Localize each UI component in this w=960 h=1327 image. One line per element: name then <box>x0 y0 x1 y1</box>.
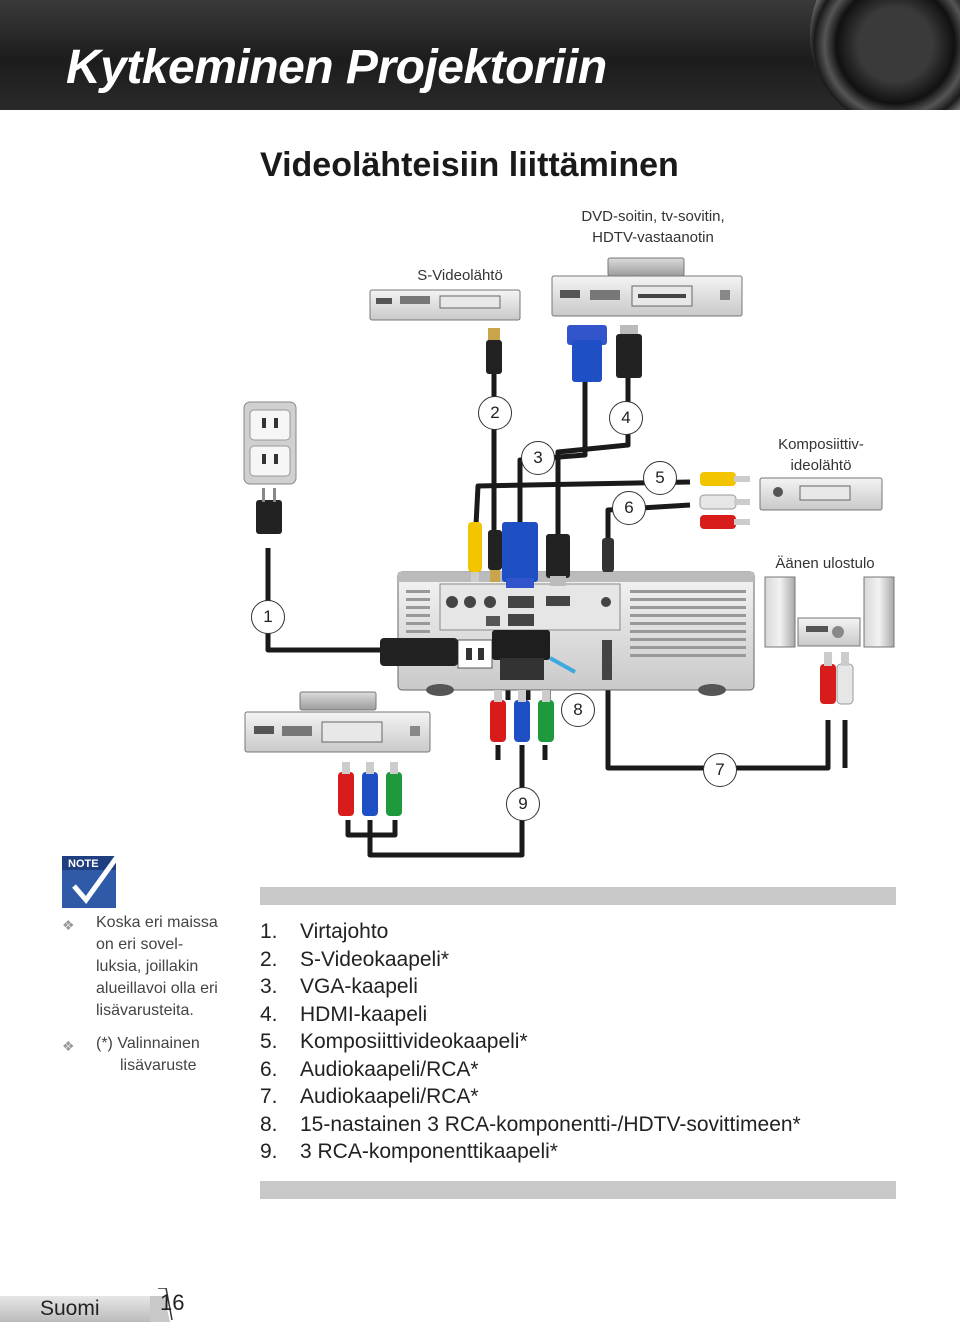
hdmi-connector-bottom <box>546 534 570 586</box>
vga-connector-bottom <box>502 522 538 588</box>
list-number: 2. <box>260 947 278 971</box>
list-label: Virtajohto <box>300 920 389 943</box>
list-number: 4. <box>260 1002 278 1026</box>
callout-4: 4 <box>609 401 643 435</box>
note-line: on eri sovel- <box>96 936 184 953</box>
dvd-player-top <box>551 257 743 317</box>
dvd-label: DVD-soitin, tv-sovitin, HDTV-vastaanotin <box>548 206 758 248</box>
list-item: 5. Komposiittivideokaapeli* <box>260 1028 900 1056</box>
connection-diagram <box>243 257 895 858</box>
dvd-label-line1: DVD-soitin, tv-sovitin, <box>581 208 725 225</box>
projector-lens-graphic <box>810 0 960 110</box>
list-number: 3. <box>260 975 278 998</box>
note-line: (*) Valinnainen <box>96 1035 200 1052</box>
component-rca-plugs-9 <box>338 762 402 816</box>
audio-jack-connector <box>602 538 614 572</box>
audio-out-label: Äänen ulostulo <box>775 555 875 572</box>
list-label: Komposiittivideokaapeli* <box>300 1030 528 1053</box>
vga-connector-top <box>567 325 607 382</box>
list-label: Audiokaapeli/RCA* <box>300 1057 479 1081</box>
note-line: lisävarusteita. <box>96 1002 194 1019</box>
page-title: Kytkeminen Projektoriin <box>66 41 607 94</box>
list-label: HDMI-kaapeli <box>300 1002 428 1026</box>
callout-8: 8 <box>561 693 595 727</box>
note-line: luksia, joillakin <box>96 958 199 975</box>
callout-9: 9 <box>506 787 540 821</box>
composite-label-line2: ideolähtö <box>790 457 852 474</box>
language-label: Suomi <box>40 1297 100 1320</box>
list-label: VGA-kaapeli <box>300 975 418 998</box>
list-number: 5. <box>260 1030 278 1053</box>
list-number: 8. <box>260 1112 278 1136</box>
list-number: 1. <box>260 920 278 943</box>
note-badge-text: NOTE <box>68 858 99 870</box>
audio-system <box>764 576 895 648</box>
footer-language-tab: Suomi <box>0 1296 165 1322</box>
list-item: 2. S-Videokaapeli* <box>260 946 900 974</box>
list-label: 15-nastainen 3 RCA-komponentti-/HDTV-sov… <box>300 1112 801 1136</box>
page-number: 16 <box>160 1290 185 1315</box>
list-item: 4. HDMI-kaapeli <box>260 1001 900 1029</box>
projector <box>397 571 755 696</box>
dvd-label-line2: HDTV-vastaanotin <box>592 229 714 246</box>
dvd-player-bottom <box>244 691 431 753</box>
note-icon: NOTE <box>62 848 125 908</box>
diamond-bullet-icon: ❖ <box>62 1038 75 1054</box>
note-item-1-text: Koska eri maissa on eri sovel- luksia, j… <box>96 912 266 1022</box>
list-number: 6. <box>260 1057 278 1081</box>
note-item-2: ❖ (*) Valinnainen lisävaruste <box>62 1033 252 1083</box>
callout-1: 1 <box>251 600 285 634</box>
component-rca-plugs-8 <box>490 690 554 742</box>
svideo-label: S-Videolähtö <box>417 267 503 284</box>
note-line: lisävaruste <box>120 1057 197 1074</box>
list-label: S-Videokaapeli* <box>300 947 450 971</box>
note-line: Koska eri maissa <box>96 914 218 931</box>
footer-tab-edge-icon <box>150 1288 173 1322</box>
list-top-bar <box>260 887 896 905</box>
list-number: 7. <box>260 1085 278 1108</box>
list-item: 7. Audiokaapeli/RCA* <box>260 1083 900 1111</box>
section-title: Videolähteisiin liittäminen <box>260 146 679 184</box>
list-item: 1. Virtajohto <box>260 918 900 946</box>
callout-5: 5 <box>643 461 677 495</box>
callout-2: 2 <box>478 396 512 430</box>
hdmi-connector-top <box>616 325 642 378</box>
diamond-bullet-icon: ❖ <box>62 917 75 933</box>
list-item: 3. VGA-kaapeli <box>260 973 900 1001</box>
svideo-player <box>369 289 521 321</box>
component-adapter <box>492 630 576 680</box>
list-bottom-bar <box>260 1181 896 1199</box>
composite-label-line1: Komposiittiv- <box>778 436 864 453</box>
wall-outlet <box>243 401 297 534</box>
composite-label: Komposiittiv- ideolähtö <box>756 434 886 476</box>
list-label: Audiokaapeli/RCA* <box>300 1085 479 1108</box>
list-item: 9. 3 RCA-komponenttikaapeli* <box>260 1138 900 1166</box>
list-number: 9. <box>260 1140 278 1163</box>
rca-yellow-connector <box>468 522 482 582</box>
callout-6: 6 <box>612 491 646 525</box>
note-item-1: ❖ Koska eri maissa on eri sovel- luksia,… <box>62 912 252 1027</box>
composite-rca-plugs <box>699 472 750 529</box>
list-item: 8. 15-nastainen 3 RCA-komponentti-/HDTV-s… <box>260 1111 900 1139</box>
list-label: 3 RCA-komponenttikaapeli* <box>300 1140 558 1163</box>
note-line: alueillavoi olla eri <box>96 980 218 997</box>
composite-video-device <box>759 477 883 511</box>
list-item: 6. Audiokaapeli/RCA* <box>260 1056 900 1084</box>
cable-list: 1. Virtajohto 2. S-Videokaapeli* 3. VGA-kaa… <box>260 918 900 1166</box>
callout-7: 7 <box>703 753 737 787</box>
callout-3: 3 <box>521 441 555 475</box>
page-header: Kytkeminen Projektoriin <box>0 0 960 110</box>
audio-rca-plugs <box>820 652 854 705</box>
svideo-connector <box>486 328 502 582</box>
note-item-2-text: (*) Valinnainen lisävaruste <box>96 1033 266 1077</box>
